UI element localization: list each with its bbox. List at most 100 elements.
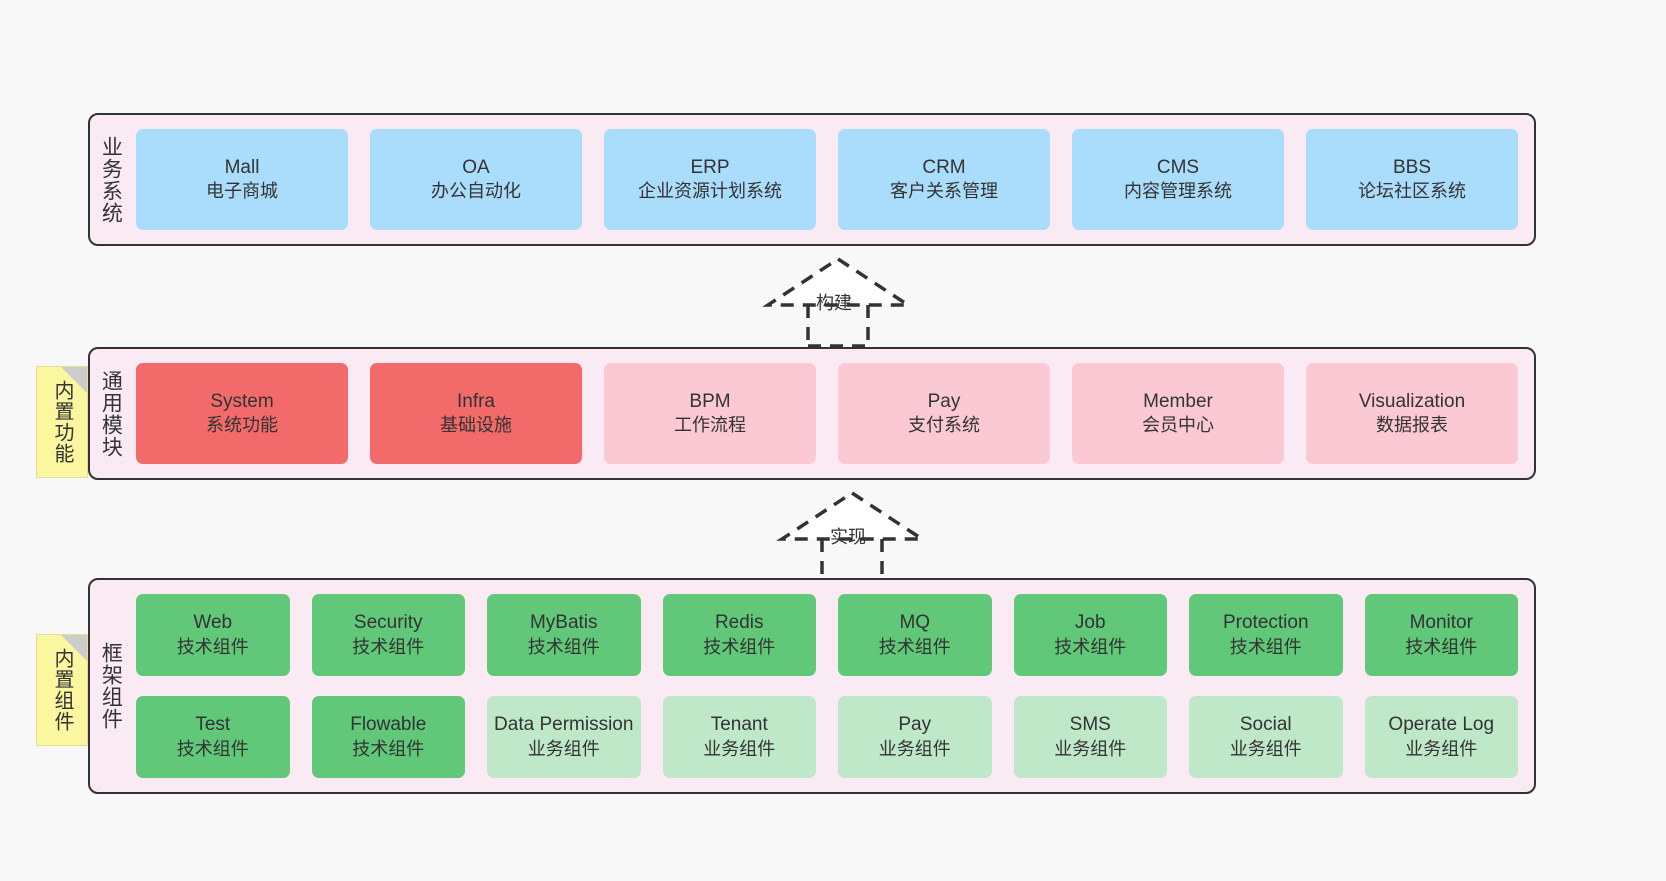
node-subtitle: 企业资源计划系统 [638,181,782,202]
node-title: BBS [1392,156,1432,178]
node-subtitle: 技术组件 [527,636,600,657]
node-title: OA [462,156,490,178]
node-pay-business[interactable]: Pay 业务组件 [838,696,992,778]
node-subtitle: 客户关系管理 [890,181,998,202]
connector-implement-label: 实现 [830,527,866,547]
node-subtitle: 技术组件 [703,636,776,657]
node-title: CMS [1156,156,1200,178]
node-subtitle: 办公自动化 [431,181,521,202]
node-title: System [210,390,274,412]
node-test[interactable]: Test 技术组件 [136,696,290,778]
node-operate-log[interactable]: Operate Log 业务组件 [1364,696,1518,778]
node-member[interactable]: Member 会员中心 [1072,363,1284,464]
layer-body-business-systems: Mall 电子商城 OA 办公自动化 ERP 企业资源计划系统 CRM 客户关系… [130,115,1534,244]
node-title: MQ [899,612,931,634]
node-data-permission[interactable]: Data Permission 业务组件 [487,696,641,778]
sticky-fold-corner [61,635,87,661]
side-tag-builtin-components: 内置组件 [36,634,88,746]
node-title: Test [195,714,231,736]
node-cms[interactable]: CMS 内容管理系统 [1072,129,1284,230]
node-tenant[interactable]: Tenant 业务组件 [662,696,816,778]
node-bpm[interactable]: BPM 工作流程 [604,363,816,464]
node-subtitle: 电子商城 [206,181,278,202]
layer-common-modules: 通用模块 System 系统功能 Infra 基础设施 BPM 工作流程 Pay… [88,347,1536,480]
node-title: Monitor [1409,612,1473,634]
node-subtitle: 技术组件 [352,636,425,657]
node-title: ERP [690,156,730,178]
node-title: CRM [922,156,966,178]
node-title: Tenant [710,714,768,736]
connector-implement: 实现 [772,487,932,582]
layer-body-framework-components: Web 技术组件 Security 技术组件 MyBatis 技术组件 Redi… [130,580,1534,792]
node-subtitle: 技术组件 [1405,636,1478,657]
node-row: System 系统功能 Infra 基础设施 BPM 工作流程 Pay 支付系统… [136,363,1518,464]
node-erp[interactable]: ERP 企业资源计划系统 [604,129,816,230]
node-title: Protection [1222,612,1309,634]
node-monitor[interactable]: Monitor 技术组件 [1364,594,1518,676]
node-subtitle: 技术组件 [1229,636,1302,657]
sticky-fold-corner [61,367,87,393]
node-title: SMS [1069,714,1111,736]
side-tag-label: 内置功能 [51,380,73,464]
node-subtitle: 技术组件 [878,636,951,657]
node-subtitle: 业务组件 [878,738,951,759]
node-crm[interactable]: CRM 客户关系管理 [838,129,1050,230]
connector-build-label: 构建 [816,293,852,313]
node-subtitle: 支付系统 [908,415,980,436]
node-pay[interactable]: Pay 支付系统 [838,363,1050,464]
node-mq[interactable]: MQ 技术组件 [838,594,992,676]
layer-business-systems: 业务系统 Mall 电子商城 OA 办公自动化 ERP 企业资源计划系统 CRM… [88,113,1536,246]
node-subtitle: 技术组件 [176,738,249,759]
node-title: Visualization [1358,390,1466,412]
side-tag-builtin-features: 内置功能 [36,366,88,478]
node-title: Job [1074,612,1106,634]
layer-framework-components: 框架组件 Web 技术组件 Security 技术组件 MyBatis 技术组件… [88,578,1536,794]
node-title: Web [193,612,233,634]
node-mall[interactable]: Mall 电子商城 [136,129,348,230]
connector-build: 构建 [758,253,918,348]
node-oa[interactable]: OA 办公自动化 [370,129,582,230]
node-title: Security [353,612,423,634]
node-title: Social [1239,714,1292,736]
node-subtitle: 内容管理系统 [1124,181,1232,202]
node-subtitle: 技术组件 [176,636,249,657]
connector-build-arrow [762,256,914,348]
node-subtitle: 业务组件 [527,738,600,759]
node-subtitle: 数据报表 [1376,415,1448,436]
node-bbs[interactable]: BBS 论坛社区系统 [1306,129,1518,230]
node-title: Operate Log [1388,714,1495,736]
node-subtitle: 技术组件 [352,738,425,759]
node-mybatis[interactable]: MyBatis 技术组件 [487,594,641,676]
node-subtitle: 工作流程 [674,415,746,436]
node-redis[interactable]: Redis 技术组件 [662,594,816,676]
node-infra[interactable]: Infra 基础设施 [370,363,582,464]
node-title: Redis [714,612,764,634]
node-title: Mall [224,156,260,178]
node-subtitle: 技术组件 [1054,636,1127,657]
node-title: BPM [689,390,731,412]
node-subtitle: 论坛社区系统 [1358,181,1466,202]
node-security[interactable]: Security 技术组件 [311,594,465,676]
side-tag-label: 内置组件 [51,648,73,732]
node-sms[interactable]: SMS 业务组件 [1013,696,1167,778]
node-row: Test 技术组件 Flowable 技术组件 Data Permission … [136,696,1518,778]
node-social[interactable]: Social 业务组件 [1189,696,1343,778]
node-subtitle: 业务组件 [1405,738,1478,759]
node-subtitle: 业务组件 [1054,738,1127,759]
node-job[interactable]: Job 技术组件 [1013,594,1167,676]
node-visualization[interactable]: Visualization 数据报表 [1306,363,1518,464]
node-subtitle: 业务组件 [1229,738,1302,759]
node-title: Member [1143,390,1213,412]
node-subtitle: 会员中心 [1142,415,1214,436]
node-flowable[interactable]: Flowable 技术组件 [311,696,465,778]
node-row: Mall 电子商城 OA 办公自动化 ERP 企业资源计划系统 CRM 客户关系… [136,129,1518,230]
layer-body-common-modules: System 系统功能 Infra 基础设施 BPM 工作流程 Pay 支付系统… [130,349,1534,478]
node-title: Data Permission [494,714,634,736]
node-row: Web 技术组件 Security 技术组件 MyBatis 技术组件 Redi… [136,594,1518,676]
node-title: Flowable [350,714,427,736]
node-web[interactable]: Web 技术组件 [136,594,290,676]
node-protection[interactable]: Protection 技术组件 [1189,594,1343,676]
node-system[interactable]: System 系统功能 [136,363,348,464]
node-subtitle: 系统功能 [206,415,278,436]
